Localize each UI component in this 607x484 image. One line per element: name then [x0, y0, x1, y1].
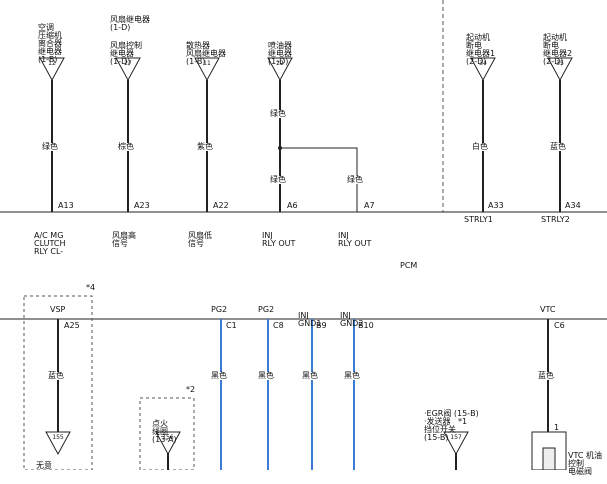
- pin-name-pg2a: PG2: [211, 305, 228, 314]
- source-label-starter1: 起动机断电继电器1(2-D): [466, 33, 496, 66]
- pin-a25: A25: [64, 321, 80, 330]
- connector-number-ignition: 156: [162, 434, 174, 441]
- connector-triangle-ac: [39, 57, 65, 82]
- pin-c6: C6: [554, 321, 565, 330]
- pin-c1: C1: [226, 321, 237, 330]
- connector-triangle-ignition: [155, 431, 181, 456]
- source-label-ac: 空调压缩机离合器继电器(1-B): [38, 23, 62, 64]
- source-label-fan: 风扇控制继电器(1-D): [110, 41, 142, 66]
- note-ignition: *2: [186, 385, 196, 394]
- wire-color-starter1: 白色: [471, 142, 489, 151]
- vtc-pin-1: 1: [554, 423, 560, 432]
- connector-triangle-radiator: [194, 57, 220, 82]
- connector-triangle-inj: [267, 57, 293, 82]
- egr-label: ·EGR阀 (15-B)·发送器挡位开关(15-B): [424, 409, 479, 442]
- connector-triangle-starter2: [547, 57, 573, 82]
- vtc-device-label: VTC 机油控制电磁阀: [568, 451, 603, 476]
- wiring-diagram: [0, 0, 607, 470]
- pin-b9: B9: [316, 321, 327, 330]
- wire-color-injgnd2: 黑色: [343, 371, 361, 380]
- signal-radiator: 风扇低信号: [188, 231, 212, 248]
- top-connectors: [39, 57, 573, 82]
- pin-a34: A34: [565, 201, 581, 210]
- wire-color-inj2: 绿色: [346, 175, 364, 184]
- connector-number-starter2: 35: [556, 60, 564, 67]
- wire-color-ac: 绿色: [41, 142, 59, 151]
- wire-color-starter2: 蓝色: [549, 142, 567, 151]
- pin-name-vsp: VSP: [50, 305, 66, 314]
- ignition-label: 点火线圈(13-A): [152, 419, 177, 444]
- wire-color-injgnd1: 黑色: [301, 371, 319, 380]
- connector-number-inj: 22: [276, 60, 284, 67]
- pin-a13: A13: [58, 201, 74, 210]
- wire-color-vsp: 蓝色: [47, 371, 65, 380]
- pin-a23: A23: [134, 201, 150, 210]
- connector-triangle-starter1: [470, 57, 496, 82]
- vtc-solenoid-coil: [542, 447, 556, 470]
- source-label-starter2: 起动机断电继电器2(2-D): [543, 33, 573, 66]
- connector-number-egr: 157: [450, 434, 462, 441]
- connector-triangle-egr: [443, 431, 469, 456]
- connector-triangle-fan: [115, 57, 141, 82]
- source-label-radiator: 散热器风扇继电器(1-B): [186, 41, 226, 66]
- wire-color-pg2a: 黑色: [210, 371, 228, 380]
- pcm-label: PCM: [400, 261, 418, 270]
- wire-color-fan: 棕色: [117, 142, 135, 151]
- splice-point: [278, 146, 282, 150]
- pin-a33: A33: [488, 201, 504, 210]
- note-vsp: *4: [86, 283, 96, 292]
- source-label-fan-partial: 风扇继电器(1-D): [110, 15, 150, 32]
- connector-number-fan: 27: [124, 60, 132, 67]
- connector-triangle-vsp: [45, 431, 71, 456]
- pin-a22: A22: [213, 201, 229, 210]
- connector-number-radiator: 11: [203, 60, 211, 67]
- wire-color-inj-upper: 绿色: [269, 109, 287, 118]
- pin-name-pg2b: PG2: [258, 305, 275, 314]
- connector-number-vsp: 155: [52, 434, 64, 441]
- wire-color-vtc: 蓝色: [537, 371, 555, 380]
- connector-number-ac: 12: [48, 60, 56, 67]
- pin-a7: A7: [364, 201, 375, 210]
- pin-a6: A6: [287, 201, 298, 210]
- pin-name-vtc: VTC: [540, 305, 556, 314]
- note-egr: *1: [458, 417, 468, 426]
- vsp-bottom-label: 无意: [36, 461, 52, 470]
- wire-color-pg2b: 黑色: [257, 371, 275, 380]
- signal-starter2: STRLY2: [541, 215, 570, 224]
- ignition-dashed-box: [139, 397, 195, 470]
- signal-starter1: STRLY1: [464, 215, 493, 224]
- pin-b10: B10: [358, 321, 374, 330]
- pin-c8: C8: [273, 321, 284, 330]
- wire-color-radiator: 紫色: [196, 142, 214, 151]
- source-label-inj: 喷油器继电器(1-D): [268, 41, 292, 66]
- wire-color-inj: 绿色: [269, 175, 287, 184]
- vsp-dashed-box: [23, 295, 93, 470]
- connector-number-starter1: 34: [479, 60, 487, 67]
- signal-fan: 风扇高信号: [112, 231, 136, 248]
